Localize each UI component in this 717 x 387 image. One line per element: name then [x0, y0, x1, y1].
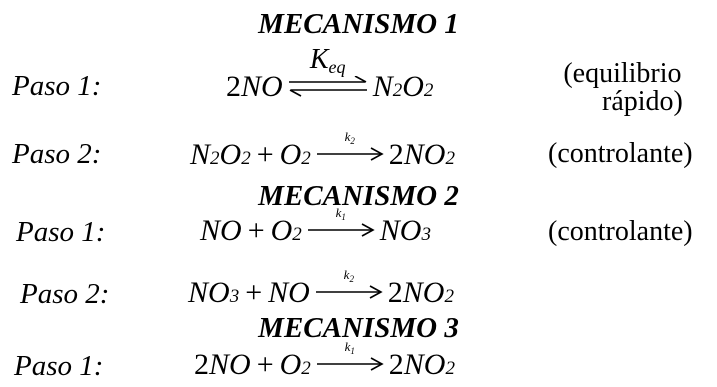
- m1-paso2-note: (controlante): [548, 138, 693, 169]
- m1-paso1-note: (equilibrio rápido): [563, 58, 683, 117]
- reaction-arrow-icon: k1: [306, 206, 376, 240]
- reaction-arrow-icon: k1: [315, 340, 385, 374]
- m2-paso2-label: Paso 2:: [20, 278, 110, 310]
- m1-paso2-label: Paso 2:: [12, 138, 102, 170]
- keq-label: Keq: [309, 44, 346, 77]
- m2-paso1-note: (controlante): [548, 216, 693, 247]
- mecanismo-1-title: MECANISMO 1: [258, 8, 459, 40]
- m3-paso1-label: Paso 1:: [14, 350, 104, 382]
- m1-paso1-label: Paso 1:: [12, 70, 102, 102]
- m2-paso1-label: Paso 1:: [16, 216, 106, 248]
- equilibrium-arrow-icon: Keq: [287, 46, 369, 97]
- m1-paso1-reactant: NO: [241, 70, 283, 103]
- reaction-arrow-icon: k2: [314, 268, 384, 302]
- reaction-arrow-icon: k2: [315, 130, 385, 164]
- mecanismo-3-title: MECANISMO 3: [258, 312, 459, 344]
- mecanismo-2-title: MECANISMO 2: [258, 180, 459, 212]
